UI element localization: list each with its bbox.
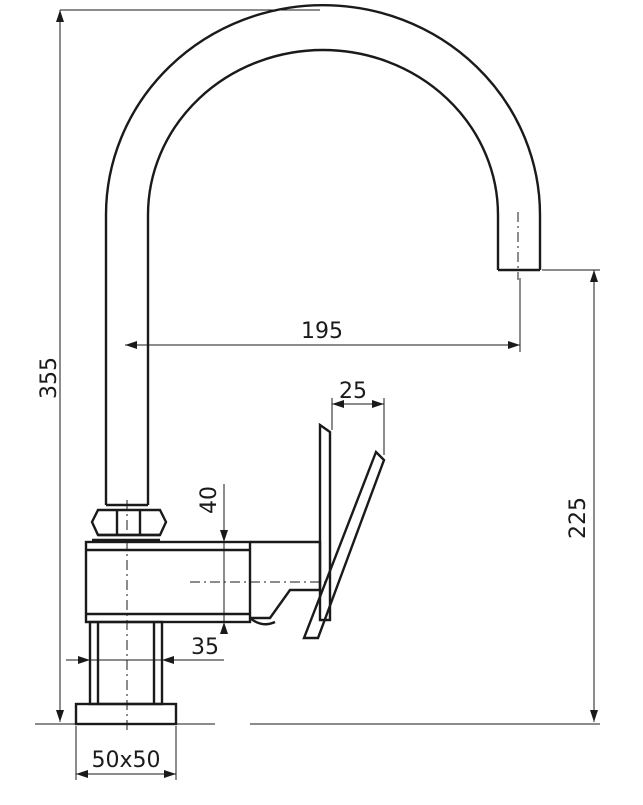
dimension-spout-reach: 195 — [125, 278, 521, 352]
dim-label-195: 195 — [301, 319, 343, 344]
base-plate — [74, 702, 178, 726]
spout — [104, 3, 542, 507]
dimension-base-size: 50x50 — [75, 726, 177, 780]
arrow-195-left — [125, 341, 137, 349]
dim-label-25: 25 — [339, 379, 367, 404]
arrow-225-top — [590, 270, 598, 282]
arrow-base-right — [164, 770, 176, 778]
dimension-body-height: 40 — [197, 484, 254, 634]
arrow-35-right — [162, 656, 174, 664]
dimension-total-height: 355 — [37, 9, 320, 722]
cartridge — [249, 540, 322, 626]
arrow-25-left — [332, 400, 344, 408]
arrow-35-left — [78, 656, 90, 664]
arrow-25-right — [372, 400, 384, 408]
arrow-355-top — [56, 10, 64, 22]
arrow-195-right — [508, 341, 520, 349]
dimension-spout-height: 225 — [250, 269, 600, 725]
base-plate-outline — [74, 702, 178, 726]
stem — [88, 620, 164, 706]
dim-label-35: 35 — [191, 635, 219, 660]
cartridge-lip — [249, 617, 276, 626]
arrow-355-bottom — [56, 710, 64, 722]
arrow-base-left — [76, 770, 88, 778]
dim-label-355: 355 — [37, 357, 62, 399]
hex-nut — [90, 508, 168, 542]
dimension-handle-width: 25 — [331, 379, 385, 455]
spout-inner-edge — [146, 48, 500, 505]
dim-label-base: 50x50 — [91, 748, 160, 773]
dim-label-225: 225 — [566, 497, 591, 539]
arrow-225-bottom — [590, 710, 598, 722]
arrow-40-top — [220, 530, 228, 542]
handle — [302, 422, 386, 640]
hex-nut-outline — [90, 508, 168, 537]
handle-plate — [318, 422, 332, 622]
cartridge-outline — [250, 540, 322, 620]
handle-lever — [302, 449, 386, 640]
stem-outline — [88, 620, 164, 706]
spout-outer-edge — [104, 3, 542, 505]
dim-label-40: 40 — [197, 486, 222, 514]
dimension-stem-diameter: 35 — [66, 635, 224, 664]
arrow-40-bottom — [220, 622, 228, 634]
